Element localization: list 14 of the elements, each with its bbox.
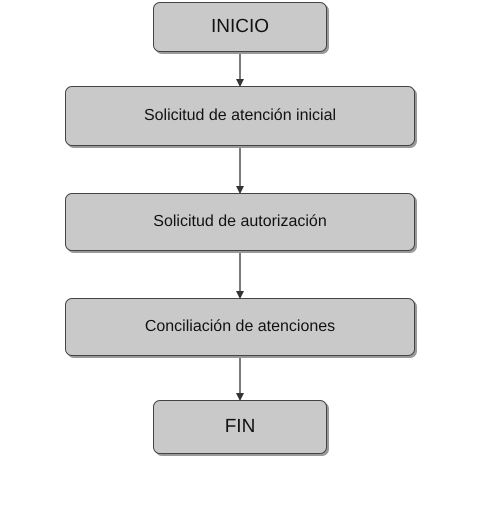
box-label: Solicitud de atención inicial [144,106,336,126]
process-box [65,86,415,146]
arrow [236,52,244,87]
box-label: Solicitud de autorización [153,212,327,232]
arrow [236,146,244,194]
arrow [236,356,244,401]
process-box [65,193,415,251]
box-label: INICIO [210,14,270,39]
box-label: Conciliación de atenciones [144,317,336,337]
arrow [236,251,244,299]
box-label: FIN [224,414,256,439]
process-box [65,298,415,356]
process-box [153,400,327,454]
process-box [153,2,327,52]
